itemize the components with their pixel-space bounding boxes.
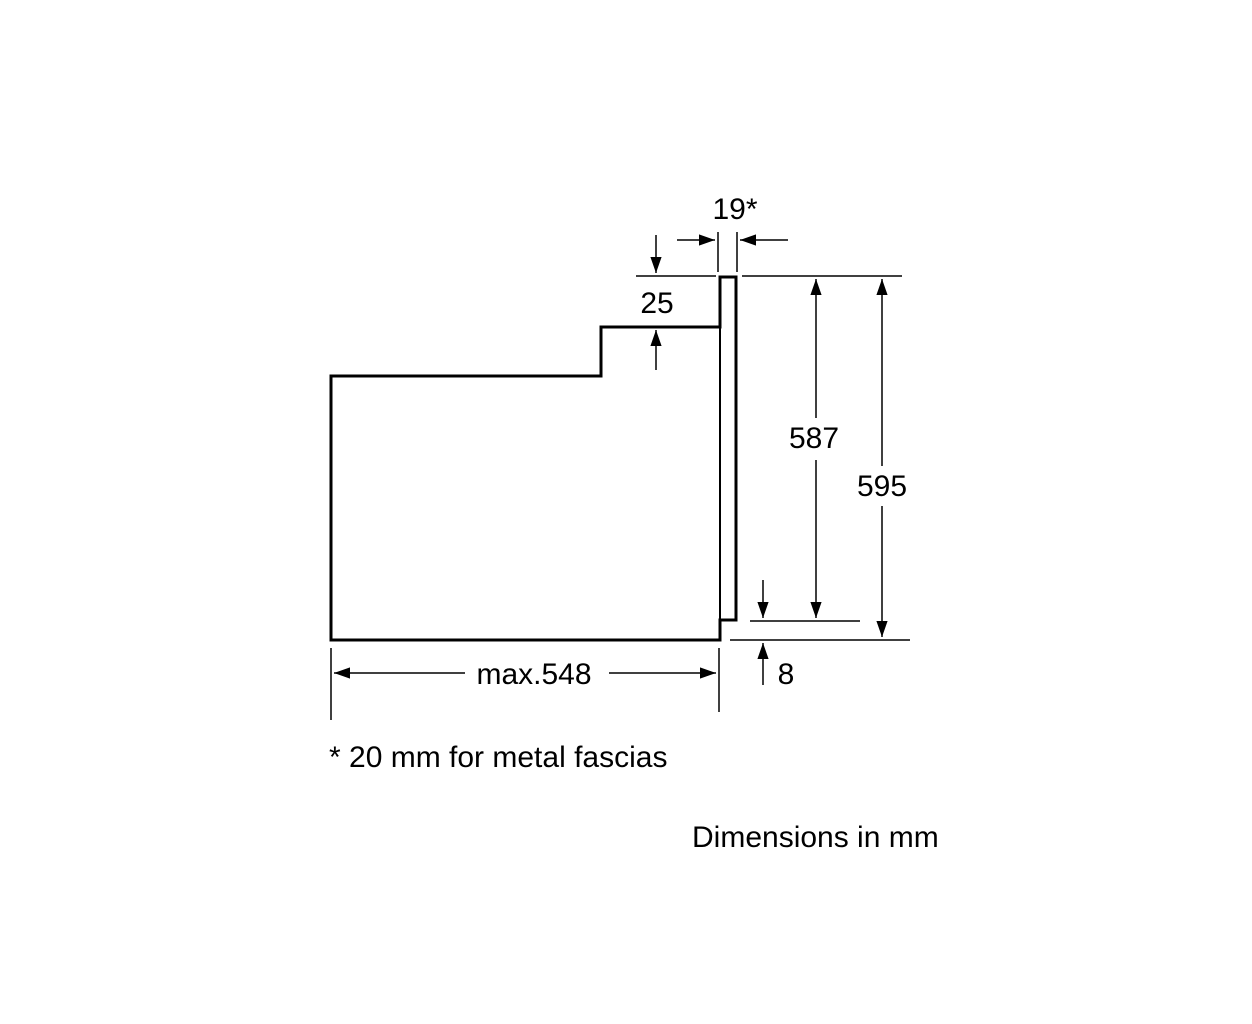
body-height-label: 587 — [789, 422, 839, 455]
oven-body-outline — [329, 275, 738, 642]
bottom-gap-label: 8 — [778, 658, 795, 691]
top-step-label: 25 — [640, 287, 673, 320]
total-height-label: 595 — [857, 470, 907, 503]
units-note: Dimensions in mm — [692, 821, 939, 854]
fascia-thickness-label: 19* — [712, 193, 757, 226]
depth-label: max.548 — [476, 658, 591, 691]
metal-fascia-footnote: * 20 mm for metal fascias — [329, 741, 668, 774]
